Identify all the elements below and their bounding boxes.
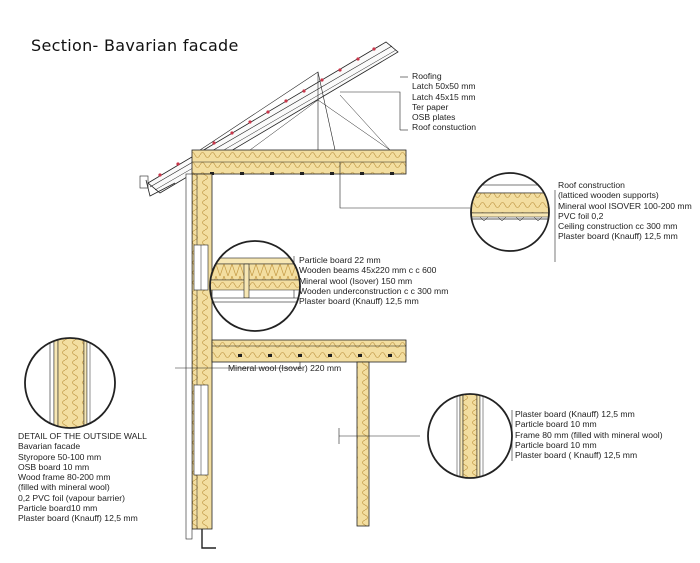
layer-label: 0,2 PVC foil (vapour barrier) [18, 492, 125, 503]
layer-label: Plaster board ( Knauff) 12,5 mm [515, 450, 638, 461]
layer-label: Wooden beams 45x220 mm c c 600 [299, 265, 437, 276]
layer-label: Particle board 10 mm [515, 419, 597, 430]
layer-label: Frame 80 mm (filled with mineral wool) [515, 429, 663, 440]
layer-label: (latticed wooden supports) [558, 190, 659, 201]
floor-mineral-label: Mineral wool (Isover) 220 mm [228, 363, 342, 373]
layer-label: Bavarian facade [18, 441, 81, 452]
layer-label: PVC foil 0,2 [558, 210, 604, 221]
layer-label: OSB board 10 mm [18, 461, 90, 472]
layer-label: Particle board 10 mm [515, 439, 597, 450]
layer-label: Roof constuction [412, 122, 477, 133]
layer-label: Plaster board (Knauff) 12,5 mm [299, 296, 419, 307]
layer-label: Particle board10 mm [18, 503, 98, 514]
layer-label: Plaster board (Knauff) 12,5 mm [18, 513, 138, 524]
layer-label: Wood frame 80-200 mm [18, 472, 111, 483]
layer-label: Roofing [412, 71, 442, 81]
layer-label: Particle board 22 mm [299, 255, 381, 265]
drawing-title: Section- Bavarian facade [31, 36, 239, 55]
layer-label: Plaster board (Knauff) 12,5 mm [558, 231, 678, 242]
layer-label: Latch 45x15 mm [412, 91, 476, 102]
layer-label: Wooden underconstruction c c 300 mm [299, 285, 449, 296]
layer-label: Roof construction [558, 180, 625, 190]
outside-wall [185, 173, 216, 549]
ceiling-detail [470, 172, 550, 252]
layer-label: OSB plates [412, 112, 456, 123]
ceiling-slab [191, 149, 407, 175]
layer-label: Ceiling construction cc 300 mm [558, 221, 678, 232]
layer-label: DETAIL OF THE OUTSIDE WALL [18, 431, 147, 441]
leader-lines [175, 76, 556, 461]
layer-label: Latch 50x50 mm [412, 81, 476, 92]
layer-label: Styropore 50-100 mm [18, 451, 102, 462]
floor-slab [211, 339, 407, 363]
layer-label: Plaster board (Knauff) 12,5 mm [515, 409, 635, 419]
layer-label: (filled with mineral wool) [18, 482, 110, 493]
partition-detail [427, 393, 513, 479]
layer-label: Mineral wool (Isover) 150 mm [299, 275, 413, 286]
layer-label: Ter paper [412, 101, 449, 112]
layer-label: Mineral wool ISOVER 100-200 mm [558, 200, 692, 211]
partition-wall [338, 361, 420, 527]
floor-detail [209, 240, 301, 332]
ceiling-layer-labels: Roof construction(latticed wooden suppor… [558, 180, 692, 242]
outside-wall-detail [24, 337, 116, 429]
